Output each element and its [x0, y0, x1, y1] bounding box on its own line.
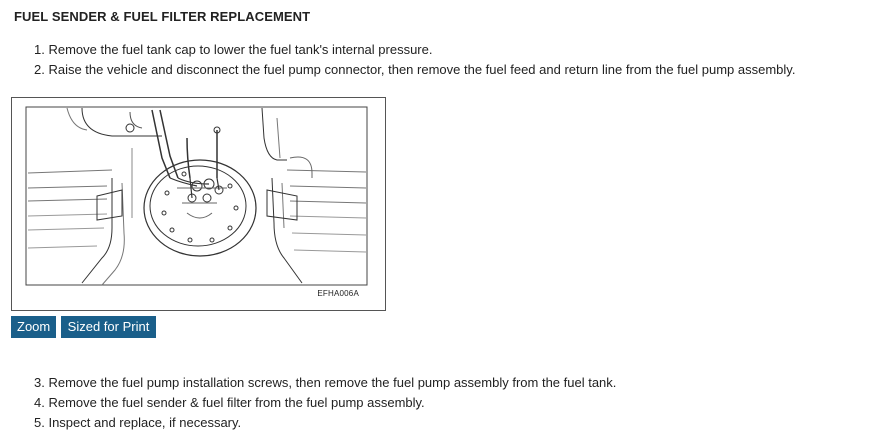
step-item: 5. Inspect and replace, if necessary.: [34, 415, 242, 430]
zoom-button[interactable]: Zoom: [11, 316, 56, 338]
steps-list-after: 3. Remove the fuel pump installation scr…: [34, 373, 616, 433]
steps-list-before: 1. Remove the fuel tank cap to lower the…: [34, 40, 795, 80]
step-item: 4. Remove the fuel sender & fuel filter …: [34, 395, 425, 410]
fuel-pump-illustration: [25, 106, 368, 286]
figure-code: EFHA006A: [317, 289, 359, 298]
step-item: 2. Raise the vehicle and disconnect the …: [34, 62, 796, 77]
page-title: FUEL SENDER & FUEL FILTER REPLACEMENT: [14, 9, 311, 24]
step-item: 1. Remove the fuel tank cap to lower the…: [34, 42, 433, 57]
figure-frame: EFHA006A: [11, 97, 386, 311]
sized-for-print-button[interactable]: Sized for Print: [61, 316, 156, 338]
step-item: 3. Remove the fuel pump installation scr…: [34, 375, 617, 390]
